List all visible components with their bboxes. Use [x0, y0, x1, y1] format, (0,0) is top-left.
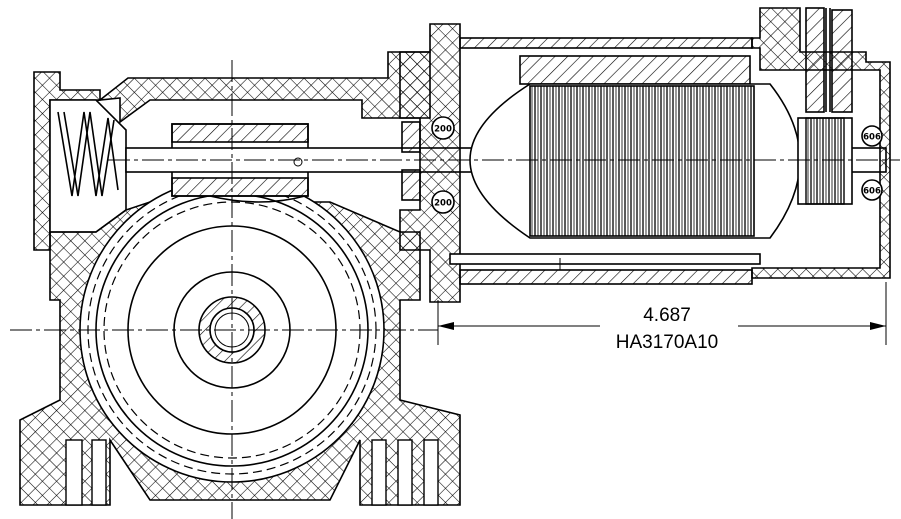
callout-brush-upper: 606 — [863, 133, 881, 143]
motor-housing — [399, 7, 891, 303]
dimension-annotation: 4.687 HA3170A10 — [437, 282, 887, 353]
armature — [469, 83, 853, 239]
arrowhead-left — [438, 322, 454, 330]
worm-spring — [57, 111, 119, 197]
arrowhead-right — [870, 322, 886, 330]
callout-bearing-upper: 200 — [434, 125, 452, 135]
callout-bearing-lower: 200 — [434, 199, 452, 209]
part-number: HA3170A10 — [616, 332, 718, 353]
bearings: 200 200 606 606 — [401, 116, 883, 214]
dimension-value: 4.687 — [643, 305, 691, 326]
center-lines — [10, 60, 900, 519]
callout-brush-lower: 606 — [863, 187, 881, 197]
